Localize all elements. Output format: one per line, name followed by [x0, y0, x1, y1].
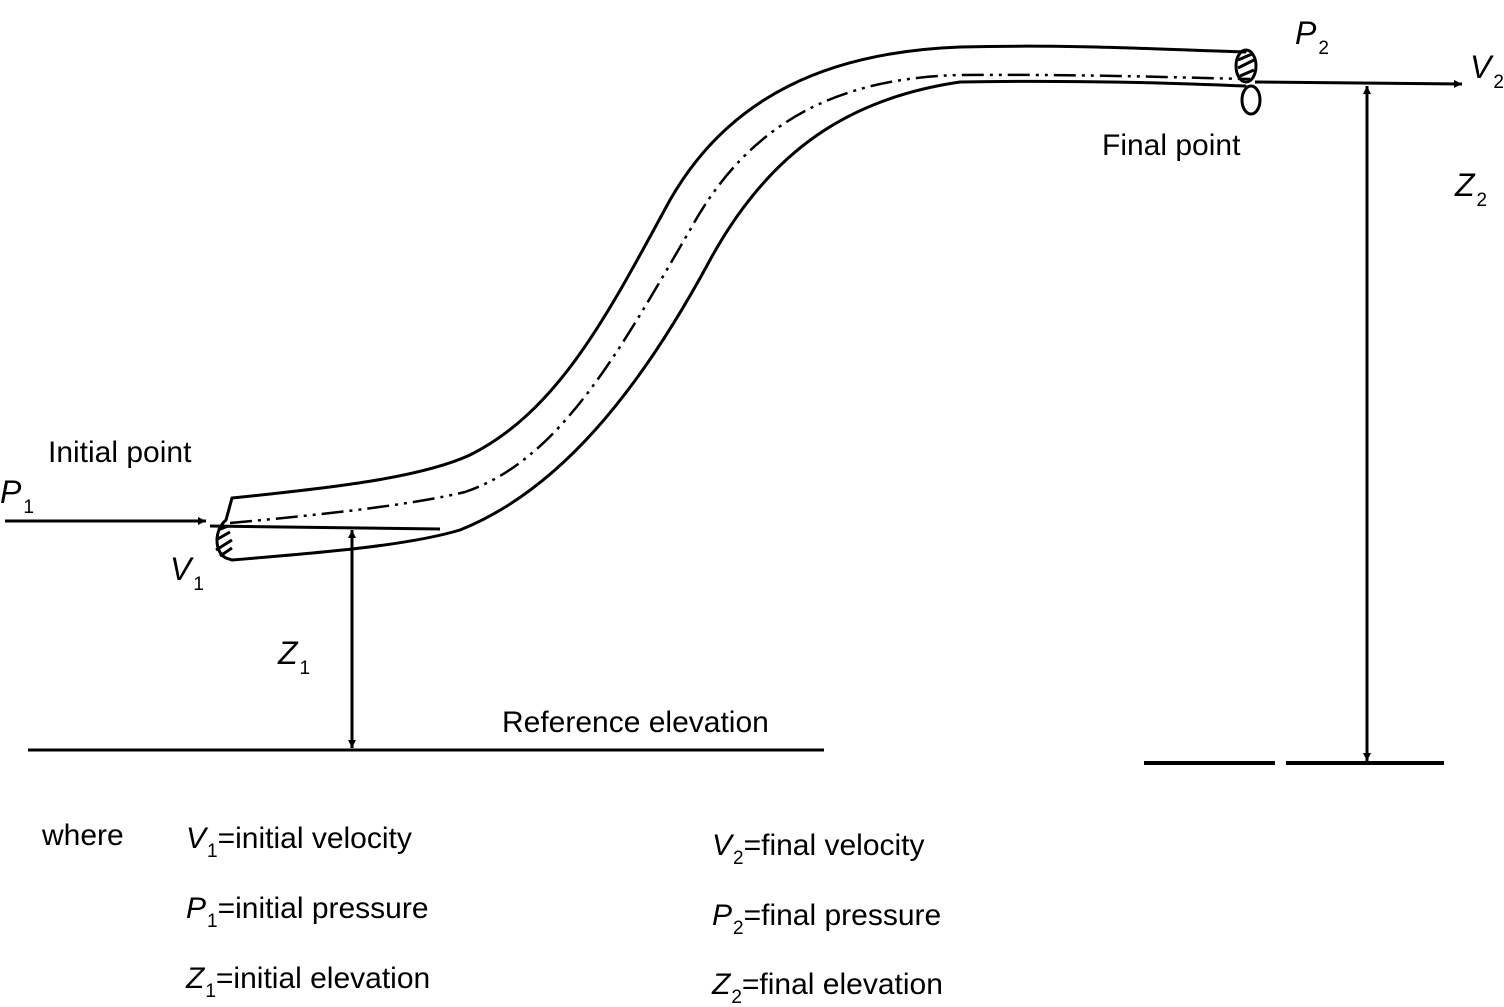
legend-where: where	[41, 819, 124, 852]
legend-v2: V2=final velocity	[712, 829, 925, 869]
legend-p2: P2=final pressure	[712, 899, 941, 939]
pipe-outlet-ellipse-lower	[1240, 84, 1262, 116]
final-point-label: Final point	[1102, 129, 1241, 162]
legend-p1: P1=initial pressure	[186, 892, 429, 932]
outlet-flow-arrow	[1254, 79, 1463, 88]
reference-elevation-label: Reference elevation	[502, 706, 769, 739]
pipe-outlet-hatch	[1237, 52, 1255, 78]
pipe-lower-wall	[230, 79, 1247, 562]
legend-v1: V1=initial velocity	[186, 822, 412, 862]
legend-z1: Z1=initial elevation	[185, 962, 430, 1002]
pipe-upper-wall	[230, 44, 1247, 500]
pipe-centerline	[229, 73, 1251, 525]
pipe-outlet-ellipse-upper	[1234, 48, 1258, 84]
legend-z2: Z2=final elevation	[711, 968, 943, 1007]
inlet-reference-line	[209, 524, 441, 531]
pipe-inlet-hatch	[215, 524, 233, 558]
initial-point-label: Initial point	[48, 436, 192, 469]
